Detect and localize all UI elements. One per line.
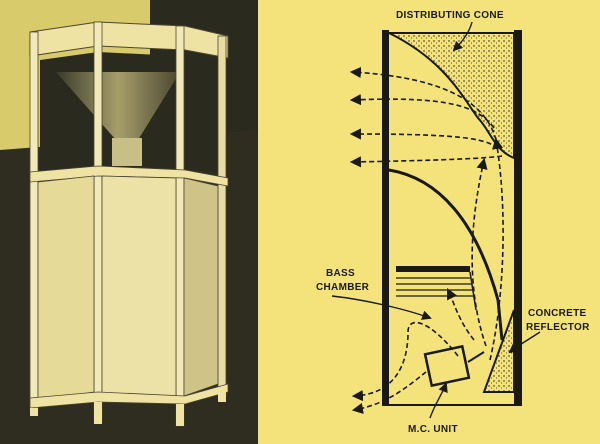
label-mc-unit: M.C. UNIT: [408, 424, 458, 435]
diagram-svg: DISTRIBUTING CONE BASS CHAMBER CONCRETE …: [316, 10, 590, 435]
cabinet-left-wall: [382, 30, 389, 405]
mc-unit-box: [423, 344, 471, 388]
label-bass-line1: BASS: [326, 268, 355, 279]
label-reflector-line2: REFLECTOR: [526, 322, 590, 333]
cabinet-photograph: [0, 0, 258, 444]
lower-panel-centre: [101, 175, 177, 399]
cross-section-diagram: DISTRIBUTING CONE BASS CHAMBER CONCRETE …: [258, 0, 600, 444]
cone-neck: [112, 138, 142, 166]
sound-paths: [349, 66, 504, 414]
lower-panel-right: [183, 177, 219, 397]
horn-wall: [388, 168, 504, 341]
lower-panel-left: [37, 175, 95, 401]
distributing-cone: [388, 32, 515, 160]
photo-svg: [0, 0, 258, 444]
cabinet-right-wall: [514, 30, 522, 405]
cabinet: [29, 21, 229, 427]
leader-lines: [331, 21, 541, 419]
cone-shape: [56, 72, 180, 140]
label-chamber-line2: CHAMBER: [316, 282, 370, 293]
label-concrete-line1: CONCRETE: [528, 308, 587, 319]
bass-chamber: [396, 266, 477, 311]
label-distributing-cone: DISTRIBUTING CONE: [396, 10, 504, 21]
